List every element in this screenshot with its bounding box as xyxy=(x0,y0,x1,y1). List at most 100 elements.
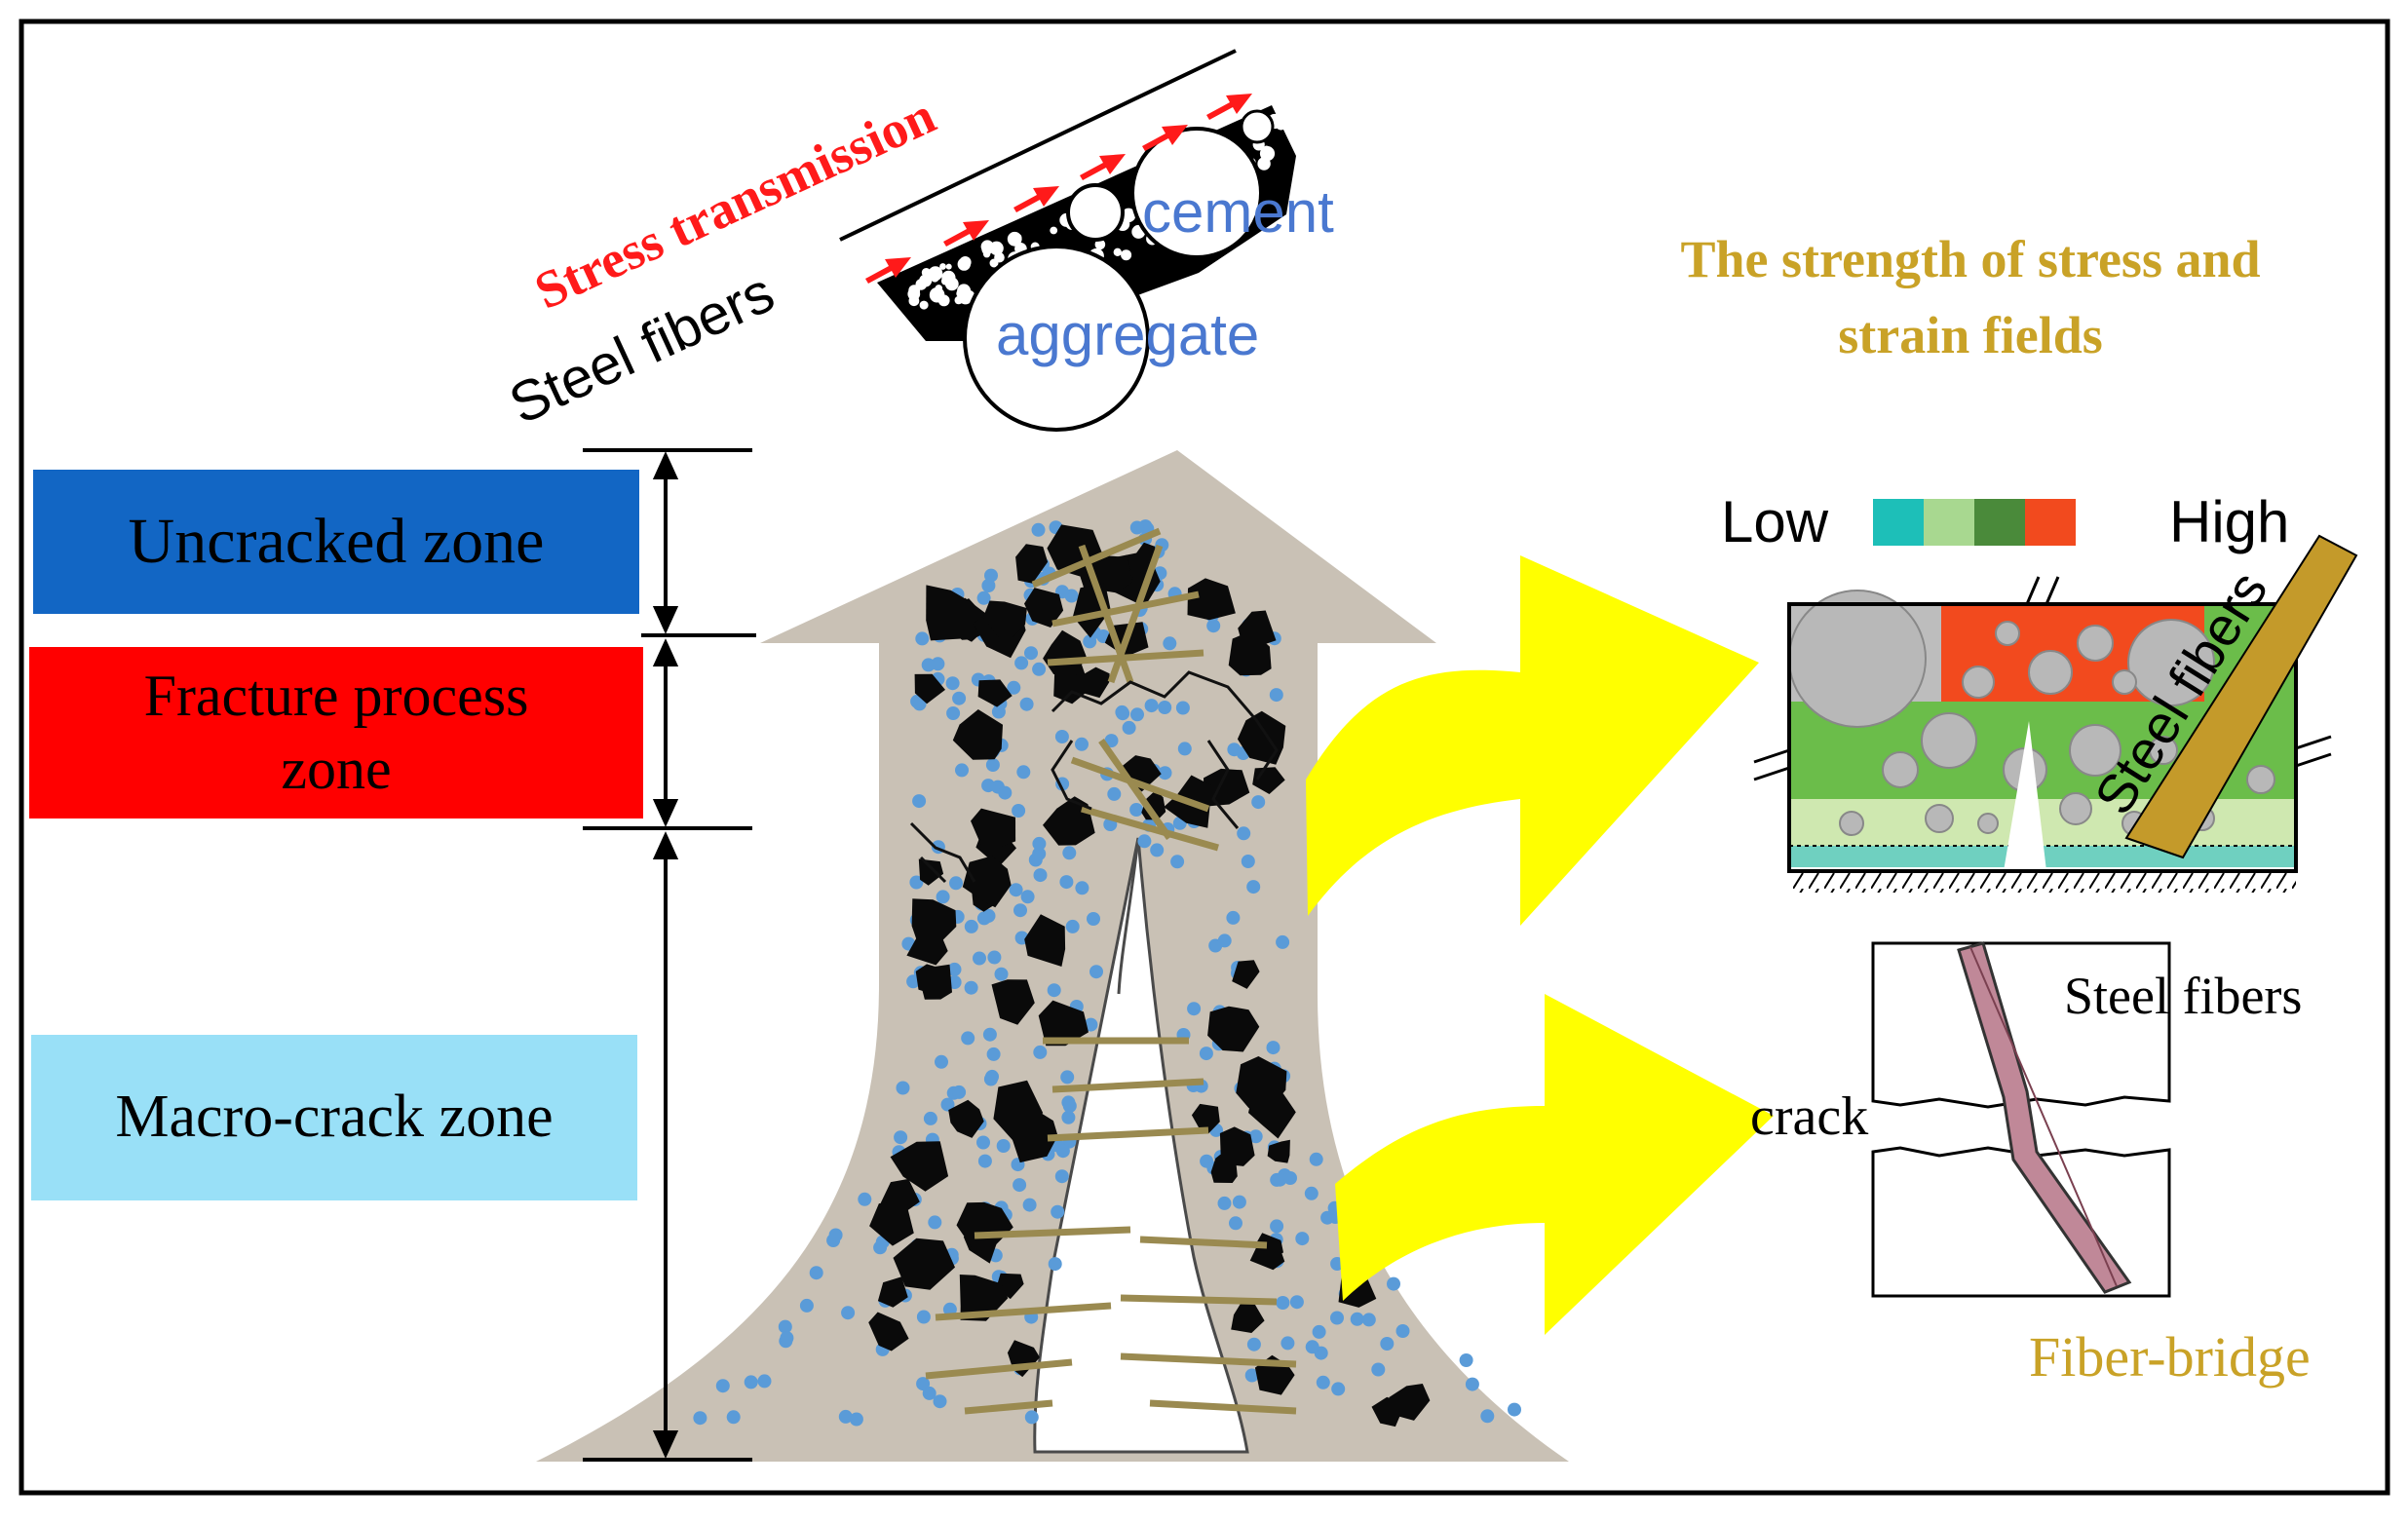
legend-high-label: High xyxy=(2169,489,2289,554)
steel-fiber xyxy=(1051,1078,1204,1093)
aggregate-medium xyxy=(1130,127,1263,259)
cement-dot xyxy=(778,1319,792,1334)
cement-dot xyxy=(1312,1324,1326,1339)
field-aggregate xyxy=(1925,804,1954,833)
cement-dot xyxy=(1031,522,1046,537)
aggregate-stone xyxy=(893,1237,955,1290)
cement-dot xyxy=(1246,880,1261,895)
cement-dot xyxy=(1129,520,1144,535)
aggregate-stone xyxy=(1121,755,1162,792)
aggregate-stone xyxy=(911,898,957,941)
cement-dot xyxy=(1104,734,1119,748)
zone-dimension-lines xyxy=(583,448,756,1462)
steel-fiber-segments xyxy=(925,527,1297,1415)
legend-swatch xyxy=(2025,499,2076,546)
cement-dot xyxy=(1269,688,1283,703)
field-aggregate xyxy=(2059,792,2092,825)
gravel-grain xyxy=(1113,247,1123,256)
steel-fiber xyxy=(925,1358,1073,1380)
aggregate-stone xyxy=(1187,578,1236,621)
gravel-grain xyxy=(1276,119,1286,131)
cement-dot xyxy=(1350,1312,1364,1326)
cement-dot xyxy=(1150,843,1165,857)
cement-dot xyxy=(838,1409,853,1424)
cement-dot xyxy=(945,676,960,691)
cement-dot xyxy=(1033,1045,1048,1059)
gravel-grain xyxy=(1094,239,1106,250)
field-aggregate xyxy=(1995,621,2020,646)
cement-dot xyxy=(1055,1144,1070,1159)
aggregate-stone xyxy=(918,964,952,1000)
cement-dot xyxy=(1199,1047,1213,1061)
cement-dot xyxy=(858,1192,872,1206)
aggregate-large xyxy=(963,245,1150,432)
steel-fiber xyxy=(1070,756,1210,813)
steel-fiber xyxy=(1120,1352,1297,1368)
cement-dot xyxy=(744,1375,758,1390)
aggregate-stone xyxy=(1024,914,1066,967)
cement-dot xyxy=(780,1331,794,1346)
cement-dot xyxy=(1032,836,1047,851)
aggregate-stone xyxy=(959,1275,1009,1321)
cement-dot xyxy=(1387,1276,1400,1291)
cement-dot xyxy=(1459,1353,1473,1367)
cement-dot xyxy=(1009,883,1023,897)
aggregate-stone xyxy=(1231,1301,1265,1333)
gravel-grain xyxy=(1050,226,1058,235)
gravel-grain xyxy=(921,268,932,278)
aggregate-stone xyxy=(918,858,944,886)
aggregate-stone xyxy=(1024,588,1064,628)
field-aggregate xyxy=(2077,625,2114,662)
cement-dot xyxy=(994,967,1009,981)
cement-dot xyxy=(1158,701,1172,714)
aggregate-label: aggregate xyxy=(996,302,1259,367)
cement-dot xyxy=(1059,875,1074,890)
cement-dot xyxy=(1232,1195,1246,1209)
gravel-grain xyxy=(1121,208,1136,223)
cement-dot xyxy=(1395,1324,1410,1338)
cement-dot xyxy=(1361,1313,1376,1327)
cement-dot xyxy=(1014,656,1029,670)
cement-dot xyxy=(1246,1337,1261,1352)
cement-dot xyxy=(1508,1402,1521,1417)
cement-dot xyxy=(894,1130,908,1145)
cement-dot xyxy=(921,658,936,672)
gravel-grain xyxy=(919,300,929,310)
cement-dot xyxy=(1013,1178,1027,1193)
cement-dot xyxy=(1175,701,1190,715)
cement-dot xyxy=(1075,881,1089,895)
yellow-arrow-upper xyxy=(1306,555,1759,926)
cement-dot xyxy=(1051,1204,1065,1219)
cement-dot xyxy=(1371,1362,1386,1377)
cement-dot xyxy=(1137,834,1152,849)
cement-dot xyxy=(952,1085,967,1099)
steel-fiber xyxy=(964,1399,1053,1415)
aggregate-stone xyxy=(1389,1384,1431,1421)
cement-dot xyxy=(1170,855,1185,869)
cement-dot xyxy=(1032,662,1047,676)
aggregate-stone xyxy=(962,856,1012,908)
cement-dot xyxy=(1024,646,1038,661)
cement-dot xyxy=(973,951,986,966)
gravel-grain xyxy=(939,263,946,270)
cement-dot xyxy=(1273,1172,1287,1187)
legend-color-bar xyxy=(1873,499,2076,546)
cement-dot xyxy=(1062,846,1077,860)
cement-dot xyxy=(1122,720,1136,735)
cement-dot xyxy=(1089,965,1103,979)
cement-dot xyxy=(1465,1377,1479,1391)
cement-dot xyxy=(1309,1152,1323,1166)
gravel-grain xyxy=(945,263,952,270)
cement-dot xyxy=(986,1047,1001,1061)
cement-dot xyxy=(915,631,930,646)
uncracked-zone-box: Uncracked zone xyxy=(33,470,639,614)
gravel-grain xyxy=(907,287,921,301)
cement-dot xyxy=(1237,826,1251,841)
steel-fiber xyxy=(1081,805,1219,852)
field-aggregate xyxy=(2149,736,2178,765)
aggregate-stone xyxy=(869,1200,914,1246)
field-aggregate xyxy=(1788,590,1927,728)
cement-dot xyxy=(1276,1296,1290,1310)
aggregate-stone xyxy=(1191,1103,1220,1134)
